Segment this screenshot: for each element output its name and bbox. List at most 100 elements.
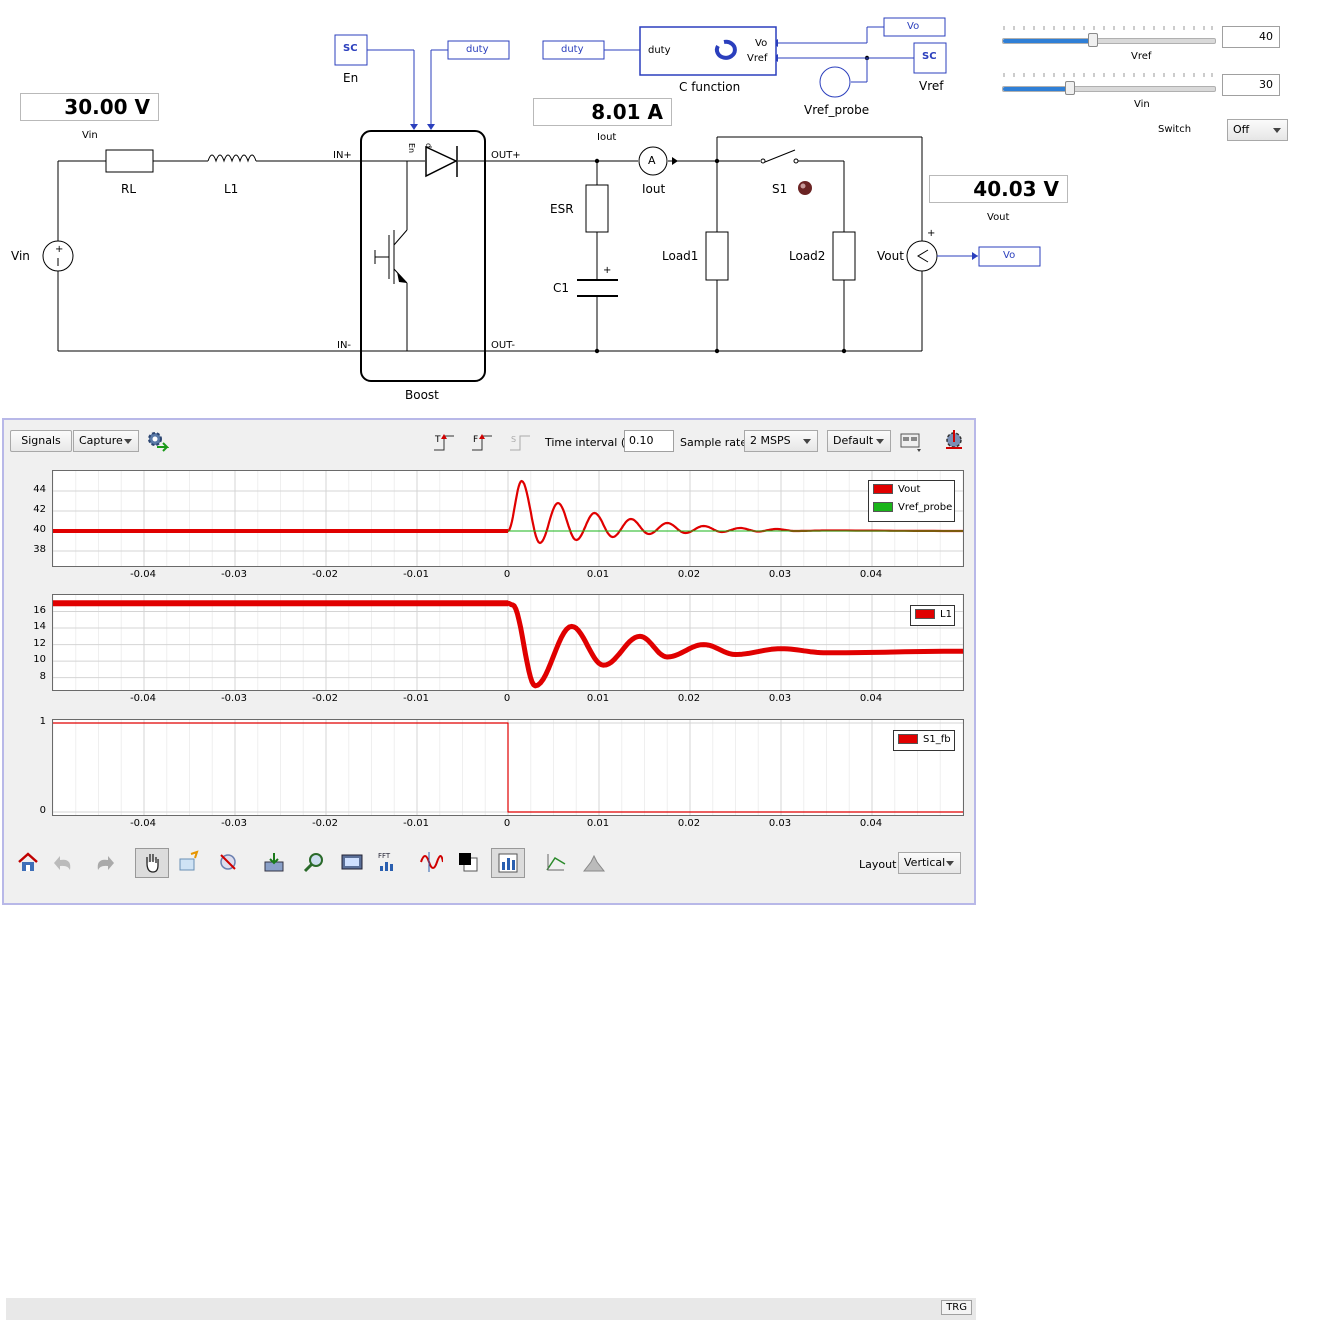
vref-slider-fill — [1003, 39, 1094, 43]
sc-en-block[interactable]: SC — [343, 43, 358, 54]
cursor-measure-icon[interactable] — [544, 850, 568, 874]
vin-source-label: Vin — [11, 249, 30, 263]
save-data-icon[interactable] — [262, 850, 286, 874]
signals-button[interactable]: Signals — [10, 430, 72, 452]
trigger-single-icon[interactable]: S — [508, 430, 532, 454]
legend-label-s1-fb: S1_fb — [923, 734, 951, 745]
sample-rate-dropdown[interactable]: 2 MSPS — [744, 430, 818, 452]
waveform-icon[interactable] — [419, 850, 443, 874]
plot-l1[interactable]: L1 — [52, 594, 964, 691]
vin-value-field[interactable]: 30 — [1222, 74, 1280, 96]
zoom-tool-icon[interactable] — [177, 850, 201, 874]
x-tick-label: -0.04 — [130, 818, 156, 829]
color-picker-icon[interactable] — [456, 850, 480, 874]
vref-slider-label: Vref — [1131, 51, 1152, 62]
vref-value-field[interactable]: 40 — [1222, 26, 1280, 48]
c-function-vo-port: Vo — [755, 38, 768, 49]
y-tick-label: 14 — [33, 621, 46, 633]
svg-text:d: d — [424, 143, 433, 148]
undo-icon[interactable] — [52, 850, 76, 874]
c-function-label: C function — [679, 80, 741, 94]
zoom-fit-icon[interactable] — [216, 850, 240, 874]
x-tick-label: -0.03 — [221, 818, 247, 829]
x-tick-label: 0.01 — [586, 569, 610, 580]
plot-s1-fb[interactable]: S1_fb — [52, 719, 964, 816]
chevron-down-icon — [124, 439, 132, 444]
y-tick-label: 1 — [39, 716, 46, 727]
s1-label: S1 — [772, 182, 788, 196]
x-tick-label: -0.01 — [403, 569, 429, 580]
chevron-down-icon — [876, 439, 884, 444]
x-tick-label: 0.01 — [586, 693, 610, 704]
y-tick-label: 44 — [33, 484, 46, 495]
histogram-icon[interactable] — [582, 850, 606, 874]
y-tick-label: 10 — [33, 654, 46, 666]
plot-s1-fb-legend: S1_fb — [893, 730, 955, 751]
switch-dropdown[interactable]: Off — [1227, 119, 1288, 141]
vin-slider-track[interactable] — [1002, 86, 1216, 92]
home-icon[interactable] — [16, 850, 40, 874]
capture-dropdown[interactable]: Capture — [73, 430, 139, 452]
svg-text:T: T — [434, 435, 441, 445]
x-tick-label: 0 — [503, 693, 511, 704]
legend-item-l1[interactable]: L1 — [911, 606, 954, 624]
y-tick-label: 16 — [33, 604, 46, 616]
fft-icon[interactable]: FFT — [376, 850, 400, 874]
chevron-down-icon — [946, 861, 954, 866]
vo-from-block[interactable]: Vo — [907, 21, 920, 32]
vo-goto-block[interactable]: Vo — [1003, 250, 1016, 261]
find-signal-icon[interactable] — [302, 850, 326, 874]
duty-from-block[interactable]: duty — [561, 44, 584, 55]
c-function-vref-port: Vref — [747, 53, 768, 64]
plot-s1-fb-canvas — [53, 720, 963, 815]
legend-swatch-l1 — [915, 609, 935, 619]
trigger-falling-icon[interactable]: F — [470, 430, 494, 454]
vin-meter-label: Vin — [82, 130, 98, 141]
x-tick-label: 0.01 — [586, 818, 610, 829]
redo-icon[interactable] — [92, 850, 116, 874]
series-line-vout — [53, 479, 963, 545]
trg-indicator: TRG — [941, 1300, 972, 1315]
duty-goto-block[interactable]: duty — [466, 44, 489, 55]
settings-gear-icon[interactable] — [145, 429, 169, 453]
legend-swatch-vout — [873, 484, 893, 494]
plot-l1-canvas — [53, 595, 963, 690]
vref-slider-thumb[interactable] — [1088, 33, 1099, 47]
sc-vref-block[interactable]: SC — [922, 51, 937, 62]
vref-slider-track[interactable] — [1002, 38, 1216, 44]
screenshot-icon[interactable] — [340, 850, 364, 874]
legend-label-vref-probe: Vref_probe — [898, 502, 953, 513]
x-tick-label: 0.04 — [859, 569, 883, 580]
x-tick-label: -0.01 — [403, 693, 429, 704]
time-interval-field[interactable]: 0.10 — [624, 430, 674, 452]
legend-label-vout: Vout — [898, 484, 921, 495]
window-layout-icon[interactable] — [899, 430, 923, 454]
legend-item-s1-fb[interactable]: S1_fb — [894, 731, 954, 749]
plot-vout[interactable]: Vout Vref_probe — [52, 470, 964, 567]
en-label: En — [343, 71, 359, 85]
load2-label: Load2 — [789, 249, 826, 263]
legend-item-vout[interactable]: Vout — [869, 481, 954, 499]
vout-meter-display: 40.03 V — [929, 175, 1068, 203]
sample-rate-value: 2 MSPS — [750, 434, 791, 447]
bar-chart-icon — [498, 853, 518, 873]
series-line-s1-fb — [53, 722, 963, 813]
x-tick-label: 0 — [503, 569, 511, 580]
bar-chart-toggle-button[interactable] — [491, 848, 525, 878]
schematic-wires: + — [42, 17, 1041, 382]
default-dropdown[interactable]: Default — [827, 430, 891, 452]
vin-slider-thumb[interactable] — [1065, 81, 1076, 95]
iout-meter-label: Iout — [597, 132, 617, 143]
series-line-l1 — [53, 600, 963, 689]
switch-label: Switch — [1158, 124, 1192, 135]
layout-dropdown[interactable]: Vertical — [898, 852, 961, 874]
trigger-rising-icon[interactable]: T — [432, 430, 456, 454]
vref-block-label: Vref — [919, 79, 944, 93]
vin-meter-display: 30.00 V — [20, 93, 159, 121]
legend-item-vref-probe[interactable]: Vref_probe — [869, 499, 954, 517]
vin-slider-label: Vin — [1134, 99, 1150, 110]
export-scope-icon[interactable] — [942, 428, 966, 452]
pan-tool-button[interactable] — [135, 848, 169, 878]
time-interval-value: 0.10 — [629, 434, 654, 447]
x-tick-label: 0.04 — [859, 693, 883, 704]
